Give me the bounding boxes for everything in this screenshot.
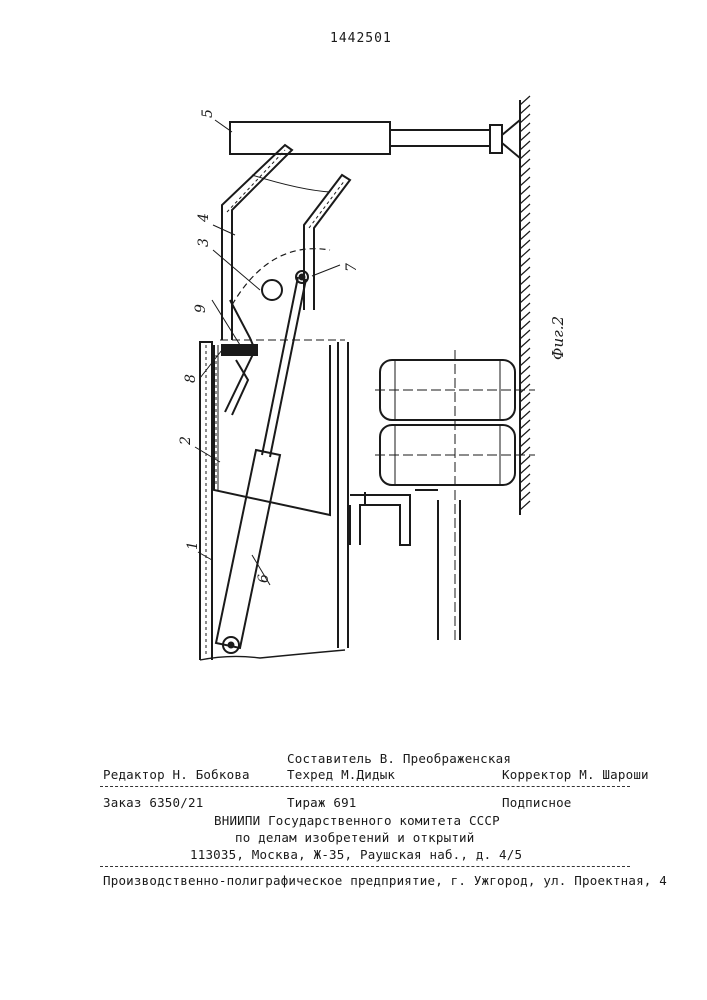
divider-1 bbox=[100, 786, 630, 787]
label-4: 4 bbox=[196, 213, 212, 223]
strut-part-5 bbox=[230, 120, 520, 158]
circulation: Тираж 691 bbox=[287, 795, 357, 810]
editor: Редактор Н. Бобкова bbox=[103, 767, 250, 782]
org-line-2: по делам изобретений и открытий bbox=[235, 830, 475, 845]
compiler: Составитель В. Преображенская bbox=[287, 751, 511, 766]
label-8: 8 bbox=[183, 374, 199, 383]
pivot-part-3 bbox=[262, 280, 282, 300]
org-line-1: ВНИИПИ Государственного комитета СССР bbox=[214, 813, 500, 828]
label-3: 3 bbox=[196, 238, 212, 247]
address: 113035, Москва, Ж-35, Раушская наб., д. … bbox=[190, 847, 522, 862]
label-2: 2 bbox=[178, 436, 194, 446]
head-part-4 bbox=[220, 145, 350, 340]
label-1: 1 bbox=[185, 541, 201, 550]
stop-bracket-parts-8-9 bbox=[222, 300, 257, 415]
technical-drawing: 1 2 3 4 5 6 7 8 9 Фиг.2 bbox=[0, 0, 707, 720]
label-9: 9 bbox=[193, 304, 209, 313]
order: Заказ 6350/21 bbox=[103, 795, 203, 810]
subscription: Подписное bbox=[502, 795, 572, 810]
corrector: Корректор М. Шароши bbox=[502, 767, 649, 782]
figure-caption: Фиг.2 bbox=[549, 316, 567, 360]
divider-2 bbox=[100, 866, 630, 867]
label-7: 7 bbox=[344, 263, 360, 272]
printer: Производственно-полиграфическое предприя… bbox=[103, 873, 667, 888]
label-5: 5 bbox=[200, 109, 216, 118]
wall bbox=[520, 96, 530, 515]
techred: Техред М.Дидык bbox=[287, 767, 395, 782]
support-column bbox=[350, 490, 460, 640]
hydraulic-cylinder-part-6 bbox=[216, 277, 306, 653]
